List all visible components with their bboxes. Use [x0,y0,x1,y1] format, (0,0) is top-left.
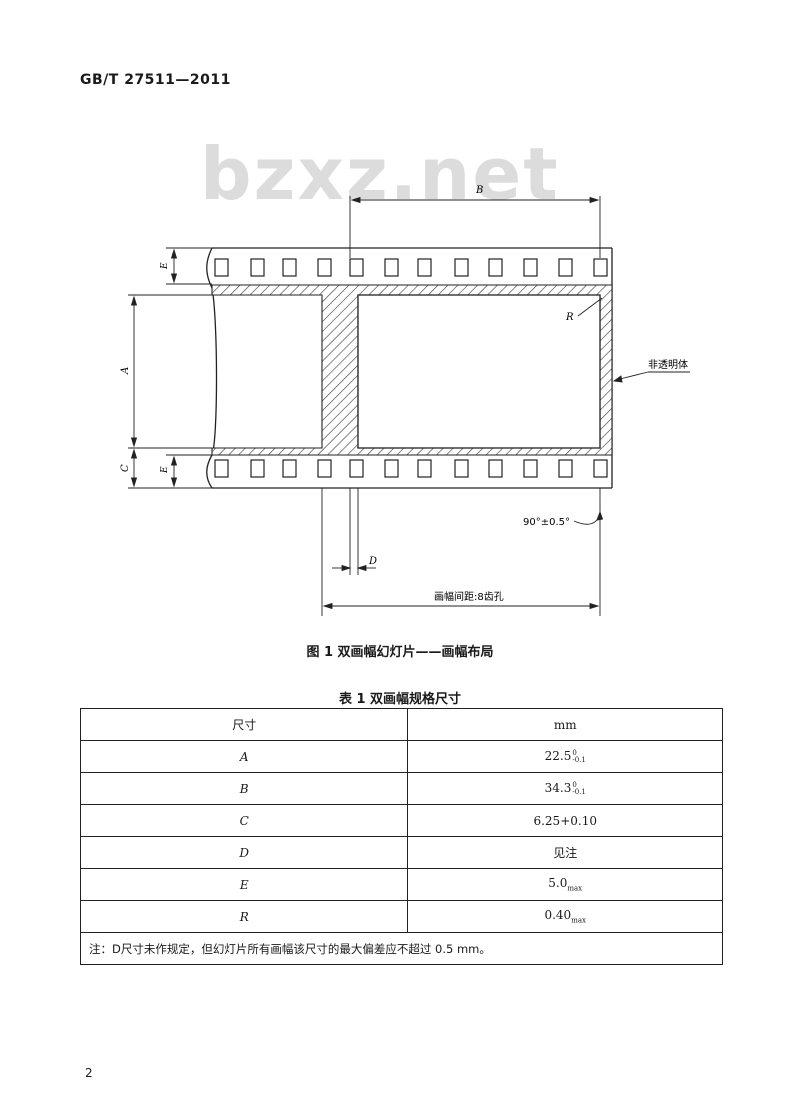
row-symbol: E [79,868,409,901]
dimension-C [128,448,212,489]
dimension-E-top [166,247,212,285]
perforations-bottom [214,459,608,478]
label-angle: 90°±0.5° [523,517,570,528]
label-D: D [368,556,377,567]
page-number: 2 [85,1066,93,1080]
table-note: 注：D尺寸未作规定，但幻灯片所有画幅该尺寸的最大偏差应不超过 0.5 mm。 [80,932,723,965]
figure-caption: 图 1 双画幅幻灯片——画幅布局 [306,645,494,660]
dimension-A [128,294,212,449]
table-row: D 见注 [79,836,723,869]
leader-opaque [612,371,690,383]
header-unit: mm [407,708,723,741]
frame-layout-figure: B E A C E R 非透明体 [120,185,690,616]
angle-annotation [573,488,604,616]
standard-code: GB/T 27511—2011 [80,72,231,88]
label-R: R [565,312,574,323]
table-note-row: 注：D尺寸未作规定，但幻灯片所有画幅该尺寸的最大偏差应不超过 0.5 mm。 [80,932,723,965]
dimension-pitch [322,602,600,610]
row-symbol: A [79,740,409,773]
label-E-bottom: E [160,466,170,474]
label-A: A [120,367,131,375]
row-value: 6.25+0.10 [407,804,723,837]
row-symbol: B [79,772,409,805]
table-row: R 0.40max [79,900,723,933]
perforations-top [214,258,608,277]
row-symbol: C [79,804,409,837]
watermark: bzxz.net [200,132,560,216]
dimension-B [349,196,601,258]
table-header-row: 尺寸 mm [79,708,723,741]
table-caption: 表 1 双画幅规格尺寸 [338,692,462,707]
dimension-D [321,488,376,616]
row-symbol: D [79,836,409,869]
label-pitch: 画幅间距:8齿孔 [434,590,504,603]
table-row: C 6.25+0.10 [79,804,723,837]
dimension-E-bottom [166,454,212,488]
label-E-top: E [160,262,170,270]
row-symbol: R [79,900,409,933]
row-value: 5.0max [407,868,723,901]
frame-right [357,294,601,449]
row-value: 见注 [407,836,723,869]
label-opaque: 非透明体 [648,359,688,371]
leader-R [577,297,603,317]
label-B: B [475,185,483,196]
label-C: C [120,464,131,472]
header-dimension: 尺寸 [79,708,409,741]
row-value: 0.40max [407,900,723,933]
table-row: E 5.0max [79,868,723,901]
